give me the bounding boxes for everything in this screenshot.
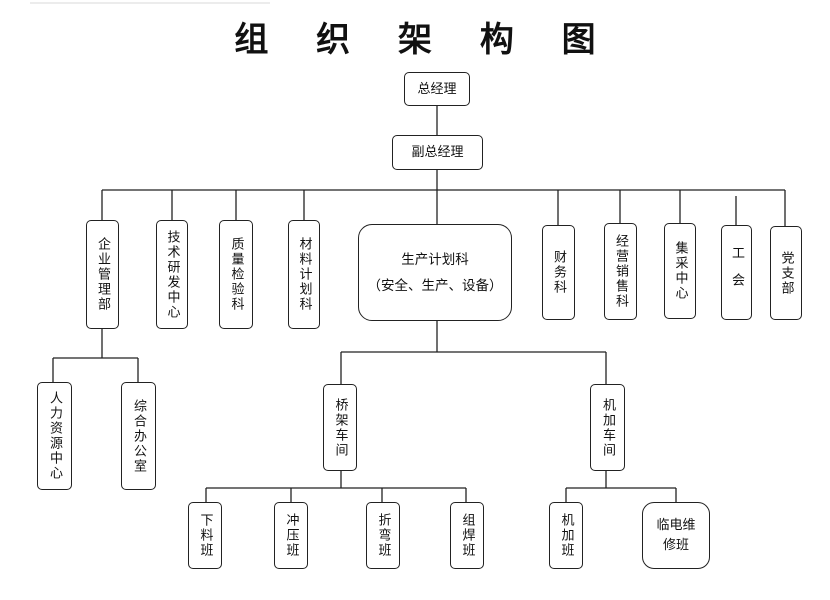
node-label: 临电维修班	[656, 517, 696, 553]
node-label: 工会	[729, 245, 744, 300]
node-label: 冲压班	[283, 513, 299, 558]
node-quality-inspection[interactable]: 质量检验科	[219, 220, 253, 329]
node-stamping-team[interactable]: 冲压班	[274, 502, 308, 569]
node-deputy-general-manager[interactable]: 副总经理	[392, 135, 483, 170]
node-label: 机加车间	[600, 397, 615, 458]
node-label: 财务科	[551, 250, 566, 295]
node-sublabel: （安全、生产、设备）	[367, 277, 503, 294]
node-label: 质量检验科	[228, 237, 244, 312]
top-decorative-strip	[30, 2, 270, 4]
node-machining-team[interactable]: 机加班	[549, 502, 583, 569]
node-general-manager[interactable]: 总经理	[404, 72, 470, 106]
node-sales[interactable]: 经营销售科	[604, 223, 637, 320]
node-production-planning[interactable]: 生产计划科 （安全、生产、设备）	[358, 224, 512, 321]
node-label: 企业管理部	[95, 237, 110, 312]
node-hr-center[interactable]: 人力资源中心	[37, 382, 72, 490]
node-machining-workshop[interactable]: 机加车间	[590, 384, 625, 471]
node-label: 综合办公室	[131, 398, 146, 474]
node-label: 桥架车间	[332, 397, 348, 458]
node-label: 党支部	[778, 250, 794, 296]
node-label: 下料班	[197, 513, 213, 558]
node-party-branch[interactable]: 党支部	[770, 226, 802, 320]
node-label: 总经理	[417, 81, 457, 97]
node-procurement-center[interactable]: 集采中心	[664, 223, 696, 319]
page-title: 组 织 架 构 图	[234, 20, 614, 60]
node-label: 组焊班	[459, 513, 475, 558]
node-label: 生产计划科	[401, 251, 469, 268]
node-label: 机加班	[558, 513, 574, 558]
node-tech-rd-center[interactable]: 技术研发中心	[156, 220, 188, 329]
node-general-office[interactable]: 综合办公室	[121, 382, 156, 490]
node-label: 人力资源中心	[47, 391, 62, 481]
node-bridge-workshop[interactable]: 桥架车间	[323, 384, 357, 471]
node-label: 副总经理	[411, 145, 464, 160]
node-label: 材料计划科	[296, 237, 312, 312]
node-label: 技术研发中心	[164, 229, 180, 320]
node-labor-union[interactable]: 工会	[721, 225, 752, 320]
node-enterprise-management[interactable]: 企业管理部	[86, 220, 119, 329]
node-finance[interactable]: 财务科	[542, 225, 575, 320]
node-bending-team[interactable]: 折弯班	[366, 502, 400, 569]
node-electrical-maintenance-team[interactable]: 临电维修班	[642, 502, 710, 569]
node-label: 折弯班	[375, 513, 391, 558]
node-label: 集采中心	[672, 241, 688, 301]
node-label: 经营销售科	[613, 234, 628, 309]
node-cutting-team[interactable]: 下料班	[188, 502, 222, 569]
node-welding-team[interactable]: 组焊班	[450, 502, 484, 569]
node-material-planning[interactable]: 材料计划科	[288, 220, 320, 329]
